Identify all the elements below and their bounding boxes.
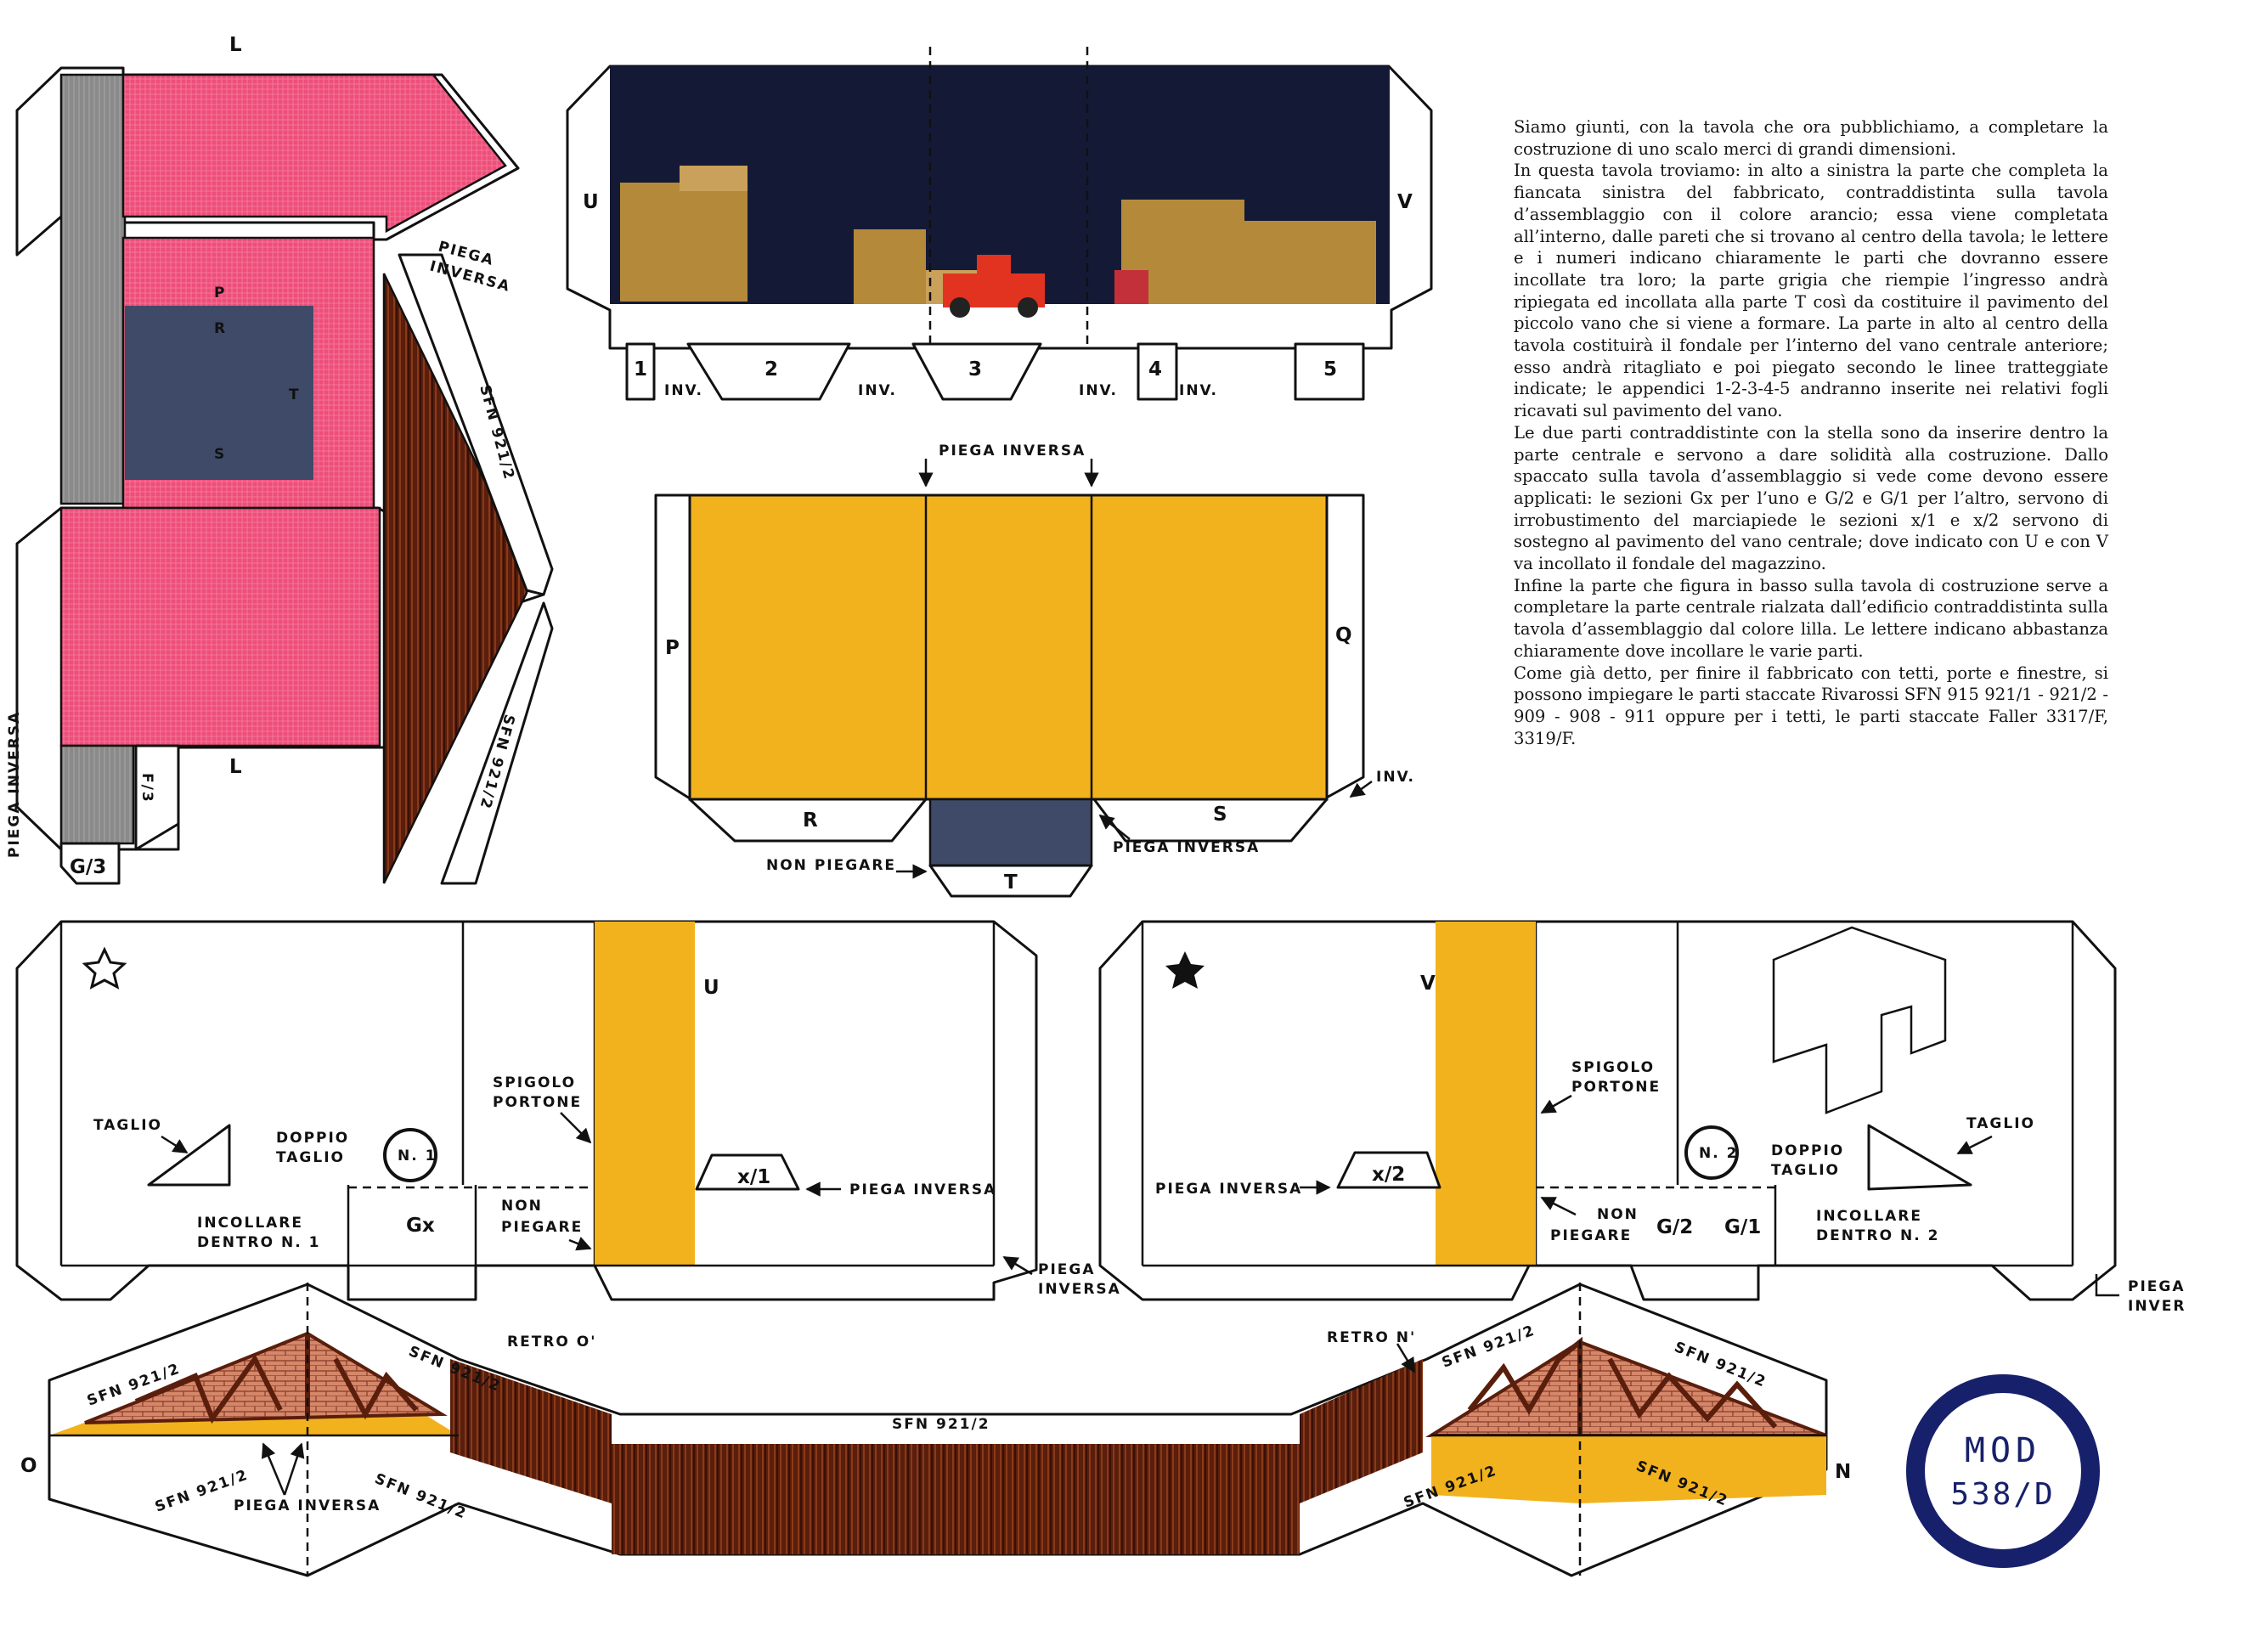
letter-t-small: T bbox=[289, 386, 301, 403]
instructions-paragraph: Le due parti contraddistinte con la stel… bbox=[1514, 422, 2108, 574]
instructions-paragraph: Infine la parte che figura in basso sull… bbox=[1514, 575, 2108, 661]
letter-p: P bbox=[665, 637, 680, 659]
taglio-label-left: TAGLIO bbox=[93, 1117, 162, 1134]
piega-label-mid: PIEGA bbox=[1038, 1261, 1096, 1278]
non-label-left: NON bbox=[501, 1198, 543, 1215]
letter-r: R bbox=[803, 809, 818, 832]
letter-o-gable: O bbox=[20, 1455, 37, 1477]
letter-x1: x/1 bbox=[737, 1166, 770, 1188]
taglio-label-right-2: TAGLIO bbox=[1771, 1162, 1840, 1179]
letter-g1: G/1 bbox=[1724, 1216, 1761, 1238]
warehouse-backdrop-part: U V 1 2 3 4 5 INV. INV. INV. INV. bbox=[566, 47, 1433, 401]
non-piegare-label-top: NON PIEGARE bbox=[766, 857, 896, 874]
piega-inversa-label-center: PIEGA INVERSA bbox=[1113, 839, 1260, 856]
letter-r-small: R bbox=[214, 320, 227, 337]
tab-number-3: 3 bbox=[968, 358, 982, 381]
tab-number-2: 2 bbox=[764, 358, 778, 381]
piegare-label-right: PIEGARE bbox=[1550, 1227, 1632, 1244]
letter-v-backdrop: V bbox=[1397, 191, 1413, 213]
inversa-label-mid: INVERSA bbox=[1038, 1281, 1121, 1298]
doppio-label-left: DOPPIO bbox=[276, 1130, 349, 1147]
tab-number-4: 4 bbox=[1148, 358, 1162, 381]
piega-inversa-label-x1: PIEGA INVERSA bbox=[849, 1181, 996, 1198]
inner-walls-part: PIEGA INVERSA P Q R S T NON PIEGARE PIEG… bbox=[654, 443, 1415, 898]
inv-label-3: INV. bbox=[1079, 382, 1118, 399]
star-wall-n1-part: N. 1 TAGLIO DOPPIO TAGLIO INCOLLARE DENT… bbox=[15, 920, 1121, 1301]
doppio-label-right: DOPPIO bbox=[1771, 1142, 1844, 1159]
portone-label-left: PORTONE bbox=[493, 1094, 582, 1111]
non-label-right: NON bbox=[1597, 1206, 1639, 1223]
incollare-label-right: INCOLLARE bbox=[1816, 1208, 1922, 1225]
mod-number: 538/D bbox=[1950, 1476, 2056, 1512]
piega-inversa-label-x2: PIEGA INVERSA bbox=[1155, 1181, 1302, 1198]
forklift-illustration bbox=[943, 255, 1045, 318]
instructions-paragraph: Come già detto, per finire il fabbricato… bbox=[1514, 663, 2108, 748]
letter-l-lower: L bbox=[229, 756, 242, 778]
star-wall-n2-part: N. 2 TAGLIO DOPPIO TAGLIO INCOLLARE DENT… bbox=[1098, 920, 2186, 1315]
letter-s-small: S bbox=[214, 446, 226, 463]
letter-q: Q bbox=[1335, 624, 1352, 646]
sfn-gable-center: SFN 921/2 bbox=[892, 1416, 990, 1433]
portone-label-right: PORTONE bbox=[1571, 1079, 1661, 1096]
piega-inversa-vertical-left: PIEGA INVERSA bbox=[6, 711, 23, 858]
letter-l-upper: L bbox=[229, 34, 242, 56]
tab-number-5: 5 bbox=[1323, 358, 1337, 381]
spigolo-label-left: SPIGOLO bbox=[493, 1074, 576, 1091]
tab-number-1: 1 bbox=[634, 358, 647, 381]
letter-s: S bbox=[1213, 804, 1227, 826]
instructions-paragraph: Siamo giunti, con la tavola che ora pubb… bbox=[1514, 117, 2108, 159]
inv-label-right: INV. bbox=[1376, 769, 1415, 786]
piegare-label-left: PIEGARE bbox=[501, 1219, 583, 1236]
retro-o-label: RETRO O' bbox=[507, 1334, 596, 1351]
piega-inversa-top-label: PIEGA INVERSA bbox=[939, 443, 1086, 460]
letter-f3: F/3 bbox=[138, 773, 155, 804]
gable-strip-part: SFN 921/2 SFN 921/2 SFN 921/2 SFN 921/2 … bbox=[20, 1283, 1851, 1577]
taglio-label-left-2: TAGLIO bbox=[276, 1149, 345, 1166]
incollare-label-left: INCOLLARE bbox=[197, 1215, 303, 1232]
instructions-text: Siamo giunti, con la tavola che ora pubb… bbox=[1514, 116, 2108, 749]
mod-label: MOD bbox=[1964, 1430, 2042, 1470]
inv-label-2: INV. bbox=[858, 382, 897, 399]
piega-inversa-label-gable: PIEGA INVERSA bbox=[234, 1497, 381, 1514]
instructions-paragraph: In questa tavola troviamo: in alto a sin… bbox=[1514, 161, 2108, 421]
letter-g3: G/3 bbox=[70, 856, 106, 878]
piega-label-right-edge: PIEGA bbox=[2128, 1278, 2186, 1295]
inv-label-1: INV. bbox=[664, 382, 703, 399]
retro-n-label: RETRO N' bbox=[1327, 1329, 1416, 1346]
taglio-label-right: TAGLIO bbox=[1966, 1115, 2035, 1132]
inv-label-4: INV. bbox=[1179, 382, 1218, 399]
n1-circle-label: N. 1 bbox=[398, 1148, 437, 1164]
model-number-badge: MOD 538/D bbox=[1906, 1374, 2100, 1568]
n2-circle-label: N. 2 bbox=[1699, 1145, 1738, 1162]
letter-u-wall: U bbox=[703, 977, 719, 999]
spigolo-label-right: SPIGOLO bbox=[1571, 1059, 1655, 1076]
letter-u-backdrop: U bbox=[583, 191, 599, 213]
letter-v-wall: V bbox=[1420, 973, 1436, 995]
letter-p-small: P bbox=[214, 285, 226, 302]
left-side-wall-part: PIEGA INVERSA SFN 921/2 SFN 921/2 L L F/… bbox=[6, 34, 554, 885]
dentro-n2-label: DENTRO N. 2 bbox=[1816, 1227, 1939, 1244]
letter-n-gable: N bbox=[1835, 1461, 1851, 1483]
inver-label-right-edge: INVER bbox=[2128, 1298, 2186, 1315]
dentro-n1-label: DENTRO N. 1 bbox=[197, 1234, 320, 1251]
letter-gx: Gx bbox=[406, 1215, 435, 1237]
letter-g2: G/2 bbox=[1656, 1216, 1693, 1238]
letter-x2: x/2 bbox=[1372, 1164, 1405, 1186]
letter-t: T bbox=[1004, 871, 1018, 894]
